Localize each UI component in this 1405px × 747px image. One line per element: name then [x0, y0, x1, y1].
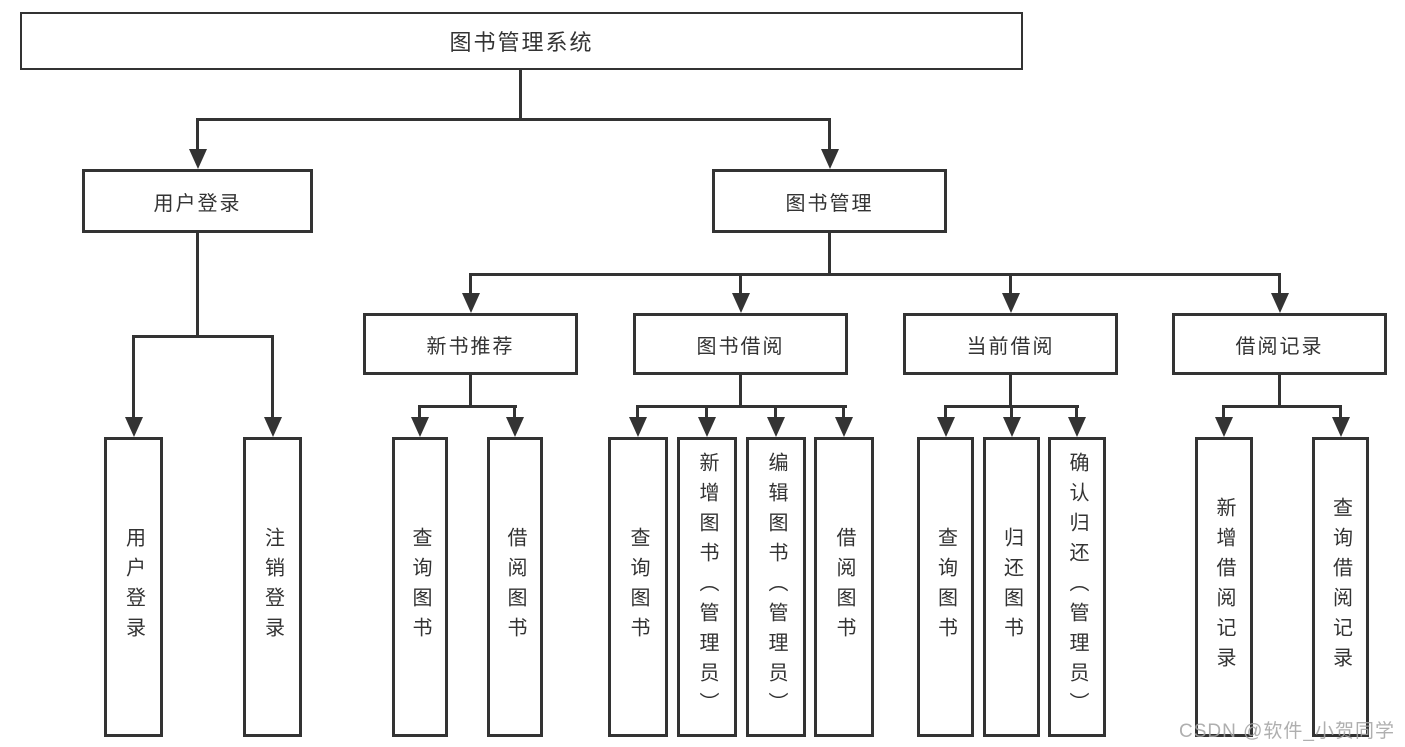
arrow-C1	[937, 417, 955, 437]
node-book-mgmt-label: 图书管理	[785, 192, 874, 215]
connector-stem-B1	[636, 405, 639, 417]
node-book-borrowing: 图书借阅	[633, 313, 848, 375]
leaf-borrowing-borrow-label: 借阅图书	[833, 527, 855, 647]
node-current-borrowing-label: 当前借阅	[966, 335, 1055, 358]
leaf-user-login: 用户登录	[104, 437, 163, 737]
connector-stem-borrowing	[739, 273, 742, 293]
connector-groupA-feed	[469, 375, 472, 408]
connector-user-login-feed	[196, 233, 199, 338]
leaf-records-add-label: 新增借阅记录	[1213, 497, 1235, 677]
leaf-borrowing-edit-admin-label: 编辑图书（管理员）	[765, 452, 787, 722]
leaf-newbooks-borrow-label: 借阅图书	[504, 527, 526, 647]
node-borrow-records: 借阅记录	[1172, 313, 1387, 375]
arrow-leaf-login	[125, 417, 143, 437]
csdn-watermark: CSDN @软件_小贺同学	[1179, 721, 1395, 742]
connector-stem-A2	[513, 405, 516, 417]
leaf-records-query-label: 查询借阅记录	[1329, 497, 1352, 677]
leaf-newbooks-query-label: 查询图书	[409, 527, 431, 647]
arrow-records	[1271, 293, 1289, 313]
connector-groupC-feed	[1009, 375, 1012, 408]
connector-groupD-feed	[1278, 375, 1281, 408]
connector-groupB-branch	[636, 405, 847, 408]
connector-stem-B3	[774, 405, 777, 417]
arrow-C2	[1003, 417, 1021, 437]
connector-groupB-feed	[739, 375, 742, 408]
leaf-logout: 注销登录	[243, 437, 302, 737]
leaf-borrowing-query: 查询图书	[608, 437, 668, 737]
connector-user-login-branch	[132, 335, 274, 338]
connector-stem-C1	[944, 405, 947, 417]
leaf-current-confirm-admin-label: 确认归还（管理员）	[1066, 452, 1088, 722]
arrow-new-books	[462, 293, 480, 313]
node-new-books-label: 新书推荐	[426, 335, 515, 358]
connector-book-mgmt-feed	[828, 233, 831, 276]
connector-groupD-branch	[1222, 405, 1342, 408]
arrow-B4	[835, 417, 853, 437]
connector-stem-new-books	[469, 273, 472, 293]
arrow-user-login	[189, 149, 207, 169]
connector-stem-current	[1009, 273, 1012, 293]
leaf-current-query: 查询图书	[917, 437, 974, 737]
connector-stem-leaf-logout	[271, 335, 274, 417]
arrow-current	[1002, 293, 1020, 313]
connector-stem-leaf-login	[132, 335, 135, 417]
arrow-B1	[629, 417, 647, 437]
arrow-book-mgmt	[821, 149, 839, 169]
connector-stem-A1	[418, 405, 421, 417]
leaf-newbooks-query: 查询图书	[392, 437, 448, 737]
connector-level2-branch	[196, 118, 831, 121]
node-book-mgmt: 图书管理	[712, 169, 947, 233]
connector-stem-book-mgmt	[828, 118, 831, 149]
arrow-B2	[698, 417, 716, 437]
connector-groupA-branch	[418, 405, 517, 408]
arrow-borrowing	[732, 293, 750, 313]
leaf-current-confirm-admin: 确认归还（管理员）	[1048, 437, 1106, 737]
connector-stem-records	[1278, 273, 1281, 293]
connector-root-feed	[519, 70, 522, 121]
connector-level3-branch	[469, 273, 1281, 276]
connector-stem-D1	[1222, 405, 1225, 417]
connector-stem-B4	[842, 405, 845, 417]
node-root-label: 图书管理系统	[449, 30, 594, 55]
leaf-borrowing-edit-admin: 编辑图书（管理员）	[746, 437, 806, 737]
connector-stem-C2	[1010, 405, 1013, 417]
leaf-borrowing-borrow: 借阅图书	[814, 437, 874, 737]
node-current-borrowing: 当前借阅	[903, 313, 1118, 375]
connector-stem-B2	[705, 405, 708, 417]
leaf-logout-label: 注销登录	[261, 527, 284, 647]
leaf-user-login-label: 用户登录	[122, 527, 145, 647]
connector-stem-D2	[1339, 405, 1342, 417]
arrow-leaf-logout	[264, 417, 282, 437]
node-user-login-label: 用户登录	[153, 192, 242, 215]
leaf-records-query: 查询借阅记录	[1312, 437, 1369, 737]
leaf-borrowing-add-admin: 新增图书（管理员）	[677, 437, 737, 737]
leaf-current-return-label: 归还图书	[1000, 527, 1023, 647]
leaf-current-query-label: 查询图书	[934, 527, 957, 647]
arrow-D2	[1332, 417, 1350, 437]
connector-stem-user-login	[196, 118, 199, 149]
leaf-borrowing-add-admin-label: 新增图书（管理员）	[696, 452, 718, 722]
arrow-C3	[1068, 417, 1086, 437]
leaf-records-add: 新增借阅记录	[1195, 437, 1253, 737]
arrow-D1	[1215, 417, 1233, 437]
arrow-A2	[506, 417, 524, 437]
arrow-A1	[411, 417, 429, 437]
leaf-newbooks-borrow: 借阅图书	[487, 437, 543, 737]
node-new-books: 新书推荐	[363, 313, 578, 375]
node-borrow-records-label: 借阅记录	[1235, 335, 1324, 358]
leaf-current-return: 归还图书	[983, 437, 1040, 737]
node-user-login: 用户登录	[82, 169, 313, 233]
leaf-borrowing-query-label: 查询图书	[627, 527, 649, 647]
arrow-B3	[767, 417, 785, 437]
node-root: 图书管理系统	[20, 12, 1023, 70]
node-book-borrowing-label: 图书借阅	[696, 335, 785, 358]
connector-stem-C3	[1075, 405, 1078, 417]
